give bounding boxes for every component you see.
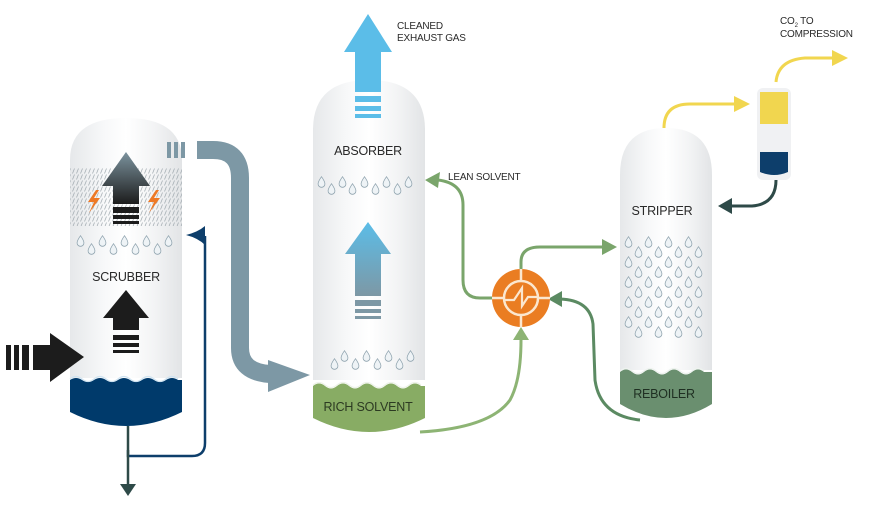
- scrubber-inner-black-arrow: [103, 290, 149, 353]
- lean-solvent-arrowhead: [425, 172, 440, 188]
- rich-solvent-line: [419, 339, 523, 434]
- lean-solvent-line: [437, 178, 496, 300]
- gas-transfer-arrow: [167, 141, 310, 392]
- stripper-to-separator-line: [662, 102, 736, 129]
- absorber-label: ABSORBER: [334, 144, 402, 158]
- lean-solvent-label: LEAN SOLVENT: [448, 172, 521, 183]
- stripper-label: STRIPPER: [632, 204, 693, 218]
- heat-exchanger-icon: [492, 269, 550, 327]
- hx-to-stripper-arrowhead: [602, 239, 617, 255]
- reboiler-label: REBOILER: [633, 387, 695, 401]
- co2-gas-section: [760, 92, 788, 124]
- water-recycle-arrowhead: [186, 226, 205, 245]
- co2-out-arrowhead: [832, 50, 848, 66]
- stripper-to-separator-arrowhead: [734, 96, 750, 112]
- lightning-icon: [148, 190, 160, 213]
- stripper-vessel: STRIPPER REBOILER: [619, 128, 712, 418]
- hx-to-stripper-line: [519, 245, 604, 276]
- reboiler-return-arrowhead: [548, 291, 562, 307]
- scrubber-drain-arrowhead: [120, 484, 136, 496]
- rich-solvent-arrowhead: [513, 327, 529, 340]
- scrubber-liquid: [70, 378, 182, 426]
- condensate-return-line: [730, 179, 778, 208]
- absorber-liquid: [313, 383, 425, 432]
- co2-out-line: [774, 56, 834, 83]
- flue-gas-inlet-arrow: [6, 333, 84, 382]
- lightning-icon: [88, 190, 100, 213]
- svg-text:CLEANED: CLEANED: [397, 21, 443, 32]
- condensate-section: [760, 152, 788, 175]
- rich-solvent-label: RICH SOLVENT: [323, 400, 413, 414]
- scrubber-vessel: SCRUBBER: [69, 118, 182, 426]
- scrubber-label: SCRUBBER: [92, 270, 160, 284]
- co2-to-compression-label: CO2 TO COMPRESSION: [780, 16, 853, 40]
- svg-text:CO2 TO: CO2 TO: [780, 16, 814, 29]
- reboiler-liquid: [620, 369, 712, 418]
- cleaned-gas-arrow: [344, 14, 392, 118]
- absorber-gas-up-arrow: [345, 222, 391, 319]
- water-recycle-line: [126, 236, 207, 458]
- svg-text:COMPRESSION: COMPRESSION: [780, 29, 853, 40]
- cleaned-gas-label: CLEANED EXHAUST GAS: [397, 21, 466, 44]
- condensate-return-arrowhead: [718, 198, 732, 214]
- svg-text:EXHAUST GAS: EXHAUST GAS: [397, 33, 466, 44]
- co2-separator: [757, 88, 791, 180]
- scrubber-gas-up-arrow: [102, 152, 150, 224]
- reboiler-return-line: [559, 297, 641, 422]
